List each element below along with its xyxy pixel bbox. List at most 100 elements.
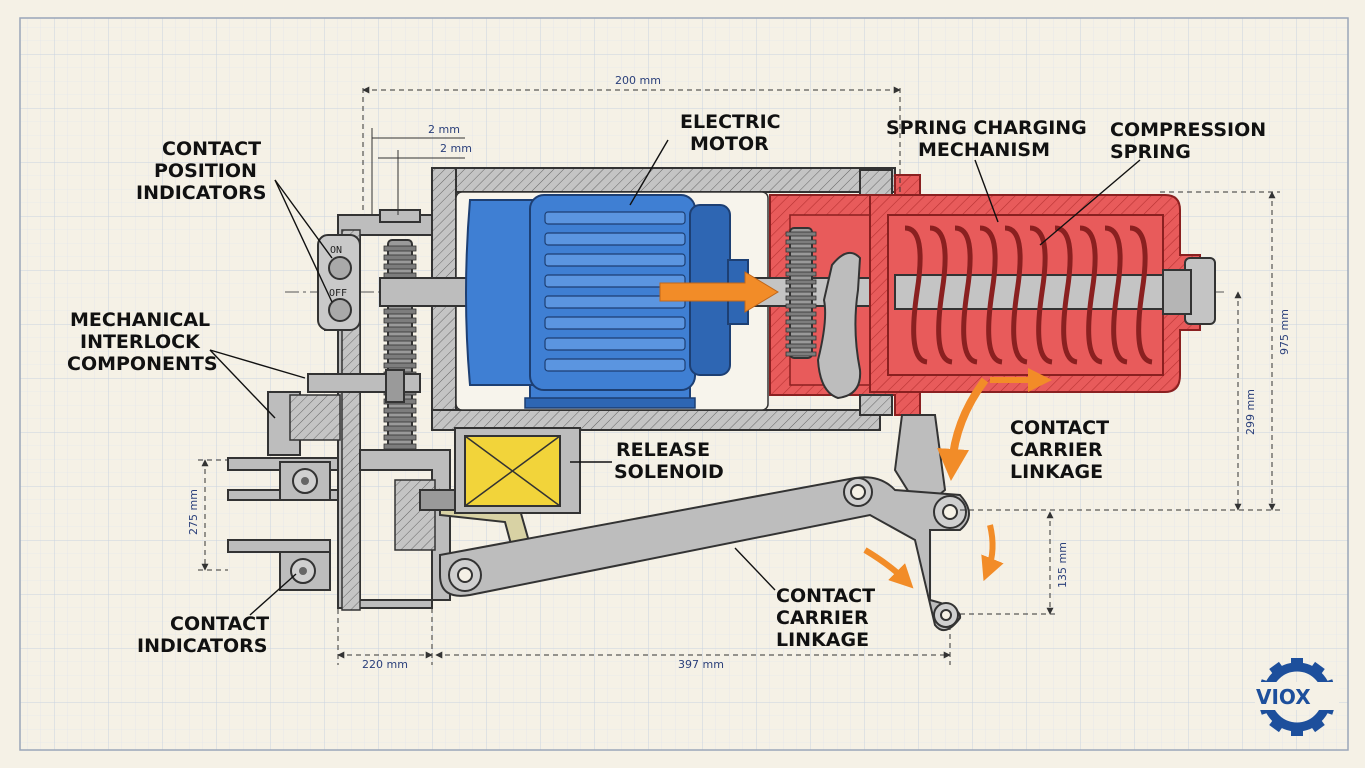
dim-lower-right: 135 mm xyxy=(1056,542,1069,588)
gear-tooth xyxy=(383,416,417,423)
release-solenoid xyxy=(454,427,581,514)
label-contact-position-indicators: CONTACT POSITION INDICATORS xyxy=(136,138,266,204)
svg-text:SOLENOID: SOLENOID xyxy=(614,461,724,483)
gear-tooth xyxy=(785,263,817,269)
svg-text:ELECTRIC: ELECTRIC xyxy=(680,111,781,133)
motor-shaft xyxy=(379,277,481,307)
gear-tooth xyxy=(785,311,817,317)
vertical-gear xyxy=(383,239,417,451)
dim-left-height: 275 mm xyxy=(187,489,200,535)
gear-tooth xyxy=(785,327,817,333)
motor-fin xyxy=(544,295,686,309)
contact-carrier-linkage xyxy=(439,414,970,632)
spring-coil xyxy=(954,225,978,365)
gear-tooth xyxy=(785,271,817,277)
spring-coil xyxy=(1079,225,1103,365)
svg-text:LINKAGE: LINKAGE xyxy=(776,629,869,651)
dimension-lines xyxy=(198,86,1280,665)
spring-coil xyxy=(1129,225,1153,365)
left-contacts xyxy=(227,457,339,591)
gear-tooth xyxy=(383,263,417,270)
svg-text:CONTACT: CONTACT xyxy=(162,138,261,160)
dim-bottom-right: 397 mm xyxy=(678,658,724,671)
motor-fin xyxy=(544,358,686,372)
gear-tooth xyxy=(785,231,817,237)
svg-text:POSITION: POSITION xyxy=(154,160,257,182)
interlock-lever xyxy=(267,369,421,456)
svg-text:SPRING: SPRING xyxy=(1110,141,1191,163)
svg-text:SPRING CHARGING: SPRING CHARGING xyxy=(886,117,1087,139)
electric-motor xyxy=(465,194,749,409)
svg-text:CONTACT: CONTACT xyxy=(776,585,875,607)
dim-top-width: 200 mm xyxy=(615,74,661,87)
drive-arrow xyxy=(659,271,779,313)
lower-drop-arrow xyxy=(981,524,1004,582)
svg-text:COMPONENTS: COMPONENTS xyxy=(67,353,218,375)
svg-text:CONTACT: CONTACT xyxy=(170,613,269,635)
svg-text:MOTOR: MOTOR xyxy=(690,133,769,155)
gear-tooth xyxy=(383,434,417,441)
spring-coil xyxy=(1104,225,1128,365)
gear-tooth xyxy=(383,353,417,360)
lower-rotation-arrow xyxy=(863,547,914,589)
motor-fin xyxy=(544,274,686,288)
spring-coil xyxy=(1004,225,1028,365)
dim-right-outer: 975 mm xyxy=(1278,309,1291,355)
gear-tooth xyxy=(383,425,417,432)
label-contact-indicators: CONTACT INDICATORS xyxy=(137,613,269,657)
dim-offset-a: 2 mm xyxy=(428,123,460,136)
svg-text:COMPRESSION: COMPRESSION xyxy=(1110,119,1266,141)
logo-gear-tooth xyxy=(1291,658,1303,670)
logo-gear-tooth xyxy=(1269,661,1286,679)
gear-tooth xyxy=(785,303,817,309)
motor-fin xyxy=(544,316,686,330)
gear-tooth xyxy=(383,362,417,369)
svg-text:CARRIER: CARRIER xyxy=(1010,439,1103,461)
svg-text:INDICATORS: INDICATORS xyxy=(136,182,266,204)
dim-offset-b: 2 mm xyxy=(440,142,472,155)
gear-tooth xyxy=(785,343,817,349)
dim-right-inner: 299 mm xyxy=(1244,389,1257,435)
gear-tooth xyxy=(383,308,417,315)
gear-tooth xyxy=(383,254,417,261)
label-electric-motor: ELECTRIC MOTOR xyxy=(680,111,781,155)
gear-tooth xyxy=(785,287,817,293)
label-contact-carrier-linkage-bottom: CONTACT CARRIER LINKAGE xyxy=(776,585,875,651)
label-mechanical-interlock: MECHANICAL INTERLOCK COMPONENTS xyxy=(67,309,218,375)
gear-tooth xyxy=(785,279,817,285)
label-contact-carrier-linkage-right: CONTACT CARRIER LINKAGE xyxy=(1010,417,1109,483)
label-compression-spring: COMPRESSION SPRING xyxy=(1110,119,1266,163)
gear-tooth xyxy=(383,344,417,351)
label-release-solenoid: RELEASE SOLENOID xyxy=(614,439,724,483)
logo-gear-tooth xyxy=(1308,661,1325,679)
gear-tooth xyxy=(785,239,817,245)
svg-text:MECHANICAL: MECHANICAL xyxy=(70,309,210,331)
gear-tooth xyxy=(785,351,817,357)
spring-coil xyxy=(979,225,1003,365)
motor-fin xyxy=(544,337,686,351)
gear-tooth xyxy=(383,407,417,414)
spring-coil xyxy=(904,225,928,365)
leader-lines xyxy=(209,139,1141,616)
logo-gear-tooth xyxy=(1308,715,1325,733)
motor-fin xyxy=(544,232,686,246)
svg-text:LINKAGE: LINKAGE xyxy=(1010,461,1103,483)
svg-text:INTERLOCK: INTERLOCK xyxy=(80,331,201,353)
dim-bottom-left: 220 mm xyxy=(362,658,408,671)
gear-tooth xyxy=(785,319,817,325)
svg-text:MECHANISM: MECHANISM xyxy=(918,139,1050,161)
indicator-off-label: OFF xyxy=(329,288,347,299)
compression-spring-housing xyxy=(869,194,1216,393)
spring-coil xyxy=(1029,225,1053,365)
linkage-rotation-arrow xyxy=(937,377,989,481)
gear-tooth xyxy=(785,247,817,253)
motor-fin xyxy=(544,211,686,225)
logo-gear-tooth xyxy=(1269,715,1286,733)
gear-tooth xyxy=(383,245,417,252)
motor-fin xyxy=(544,253,686,267)
gear-tooth xyxy=(785,255,817,261)
gear-tooth xyxy=(383,443,417,450)
viox-logo: VIOX xyxy=(1255,658,1339,736)
svg-text:INDICATORS: INDICATORS xyxy=(137,635,267,657)
